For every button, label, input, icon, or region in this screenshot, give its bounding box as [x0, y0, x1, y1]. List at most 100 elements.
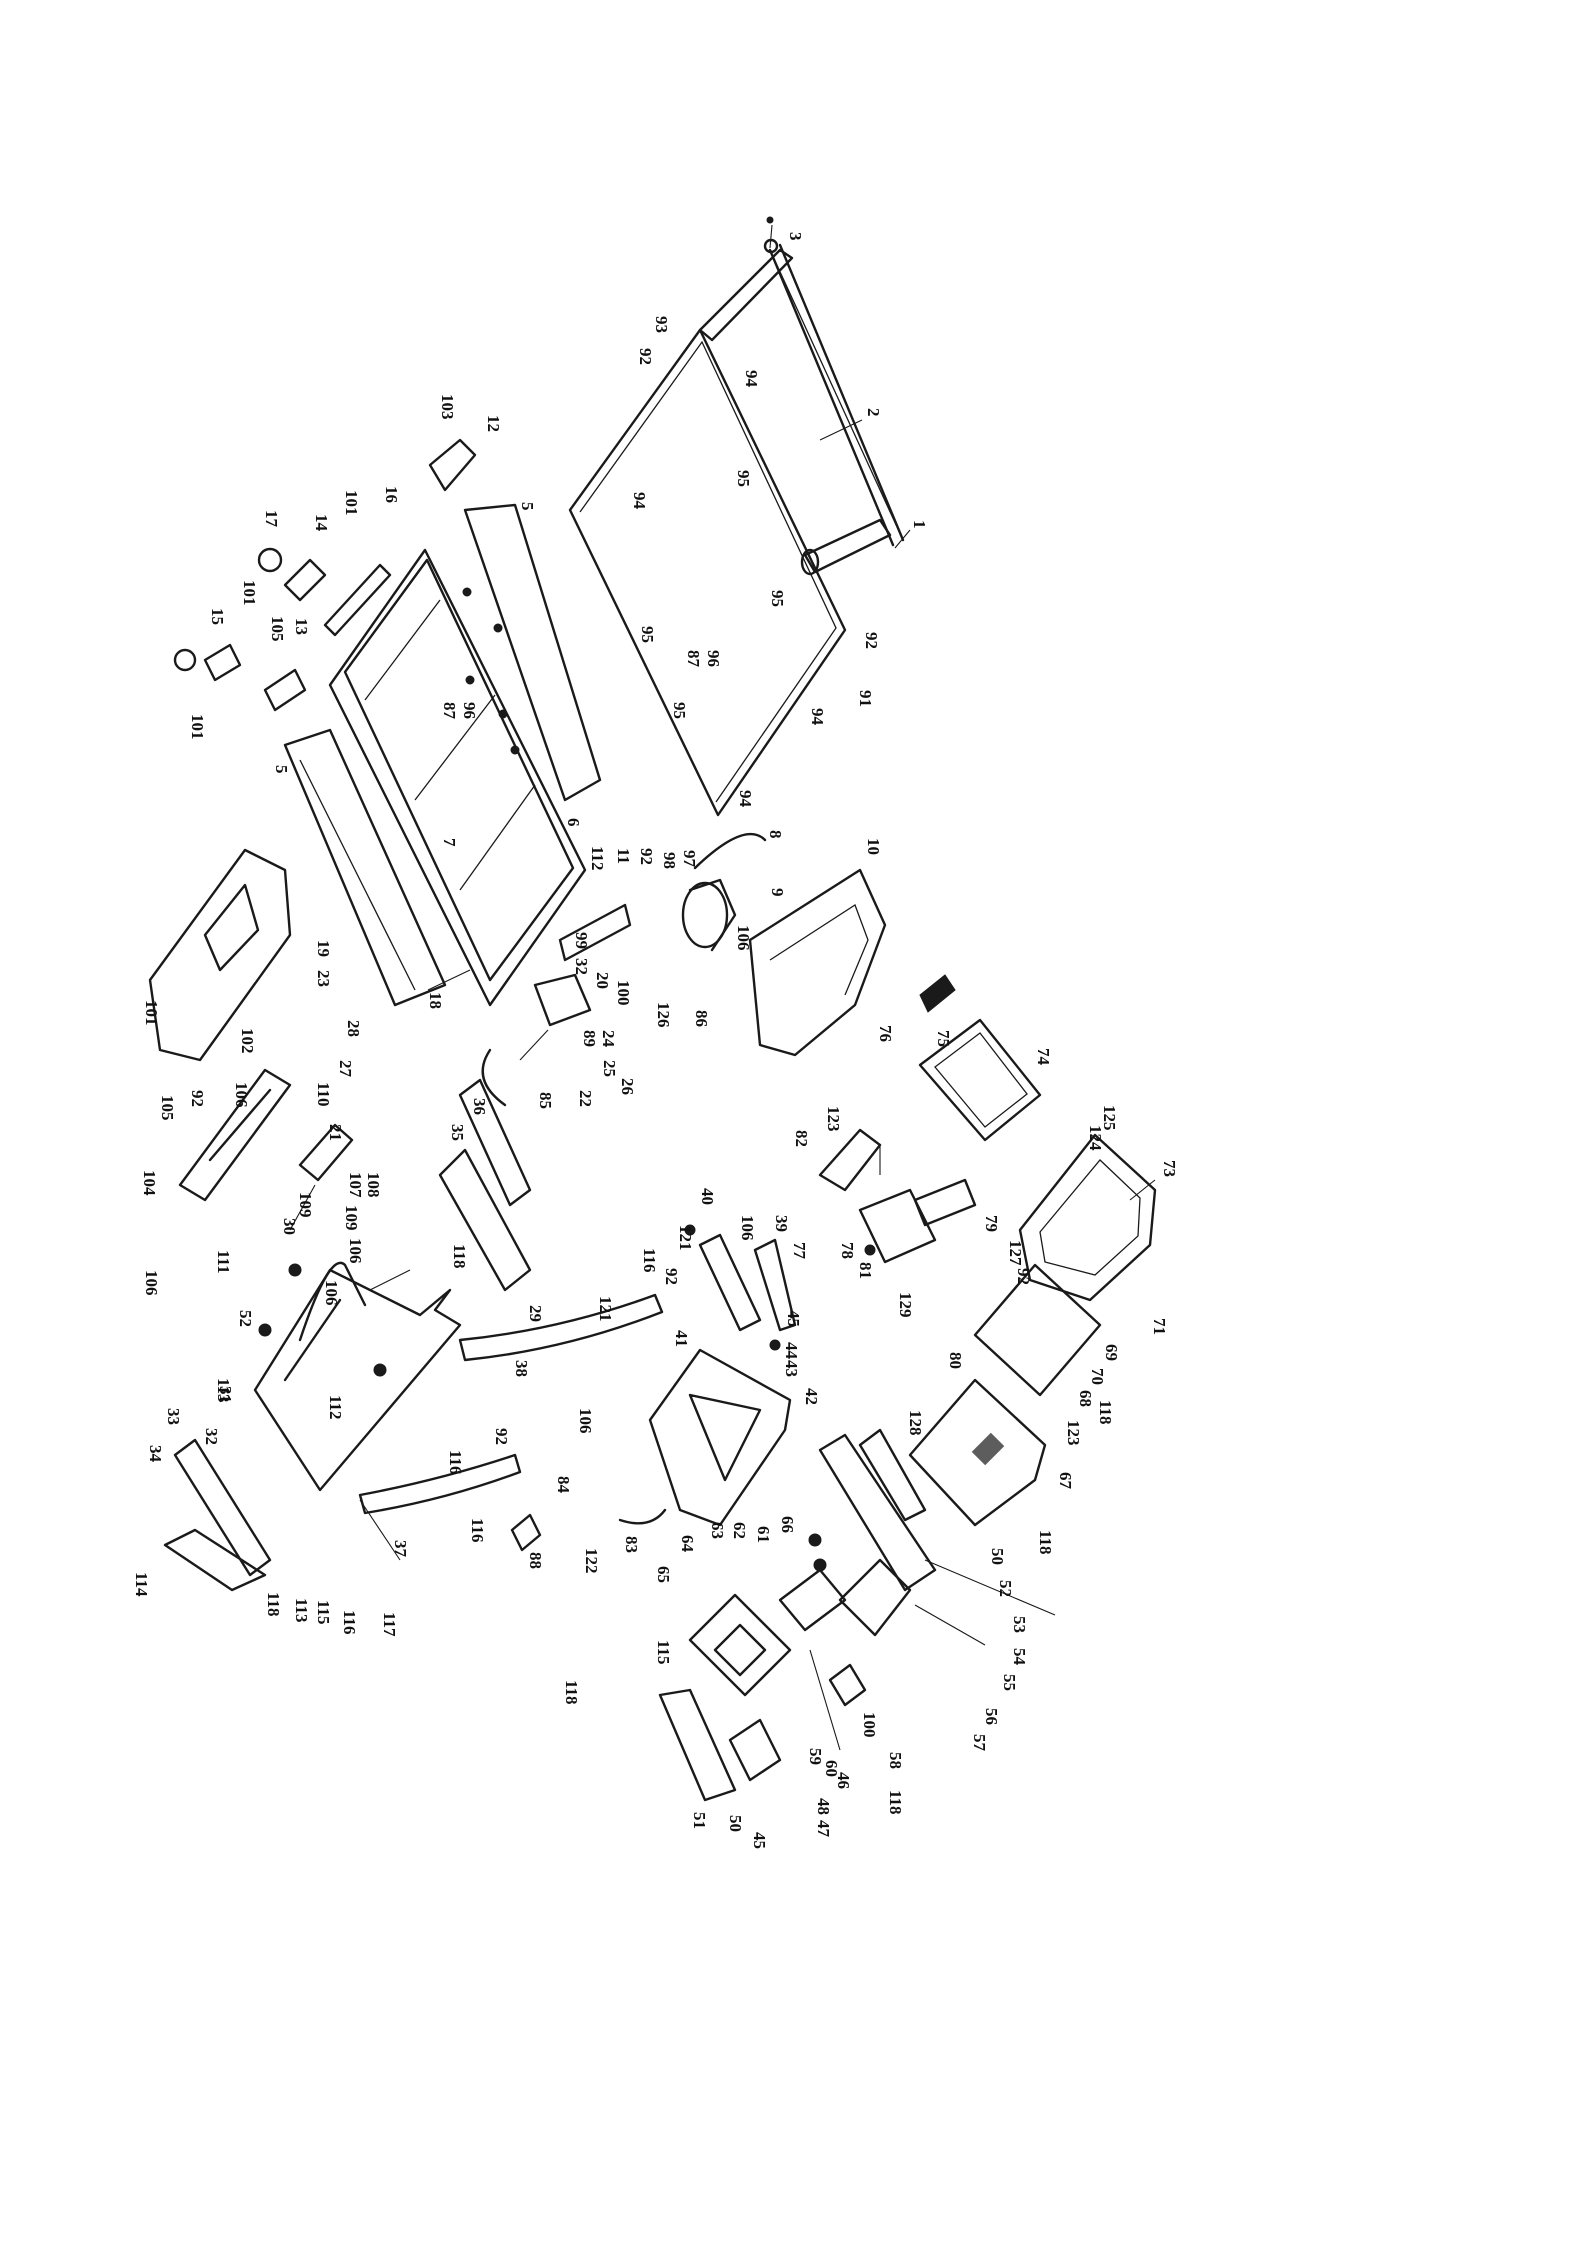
callout-label: 98 [660, 852, 679, 869]
callout-label: 70 [1088, 1368, 1107, 1385]
callout-label: 106 [738, 1215, 757, 1241]
callout-label: 92 [188, 1090, 207, 1107]
callout-label: 94 [742, 370, 761, 388]
callout-label: 86 [692, 1010, 711, 1027]
callout-label: 55 [1000, 1674, 1019, 1691]
callout-label: 63 [708, 1522, 727, 1539]
callout-label: 73 [1160, 1160, 1179, 1177]
callout-label: 118 [450, 1244, 469, 1269]
callout-label: 34 [146, 1445, 165, 1463]
callout-label: 48 [814, 1798, 833, 1815]
callout-label: 95 [768, 590, 787, 607]
callout-label: 96 [704, 650, 723, 667]
callout-label: 129 [896, 1292, 915, 1318]
callout-label: 71 [1150, 1318, 1169, 1335]
callout-label: 122 [582, 1548, 601, 1574]
callout-label: 80 [946, 1352, 965, 1369]
callout-label: 61 [754, 1526, 773, 1543]
callout-label: 95 [734, 470, 753, 487]
callout-label: 116 [446, 1450, 465, 1475]
callout-label: 15 [208, 608, 227, 625]
callout-label: 12 [484, 415, 503, 432]
callout-label: 87 [684, 650, 703, 668]
callout-label: 66 [778, 1516, 797, 1533]
callout-label: 89 [580, 1030, 599, 1047]
callout-label: 51 [690, 1812, 709, 1829]
callout-label: 16 [382, 486, 401, 503]
callout-label: 102 [238, 1028, 257, 1054]
callout-label: 77 [790, 1242, 809, 1260]
callout-label: 95 [638, 626, 657, 643]
callout-label: 95 [670, 702, 689, 719]
callout-label: 10 [864, 838, 883, 855]
callout-label: 28 [344, 1020, 363, 1037]
callout-label: 5 [518, 502, 537, 511]
callout-label: 92 [862, 632, 881, 649]
callout-label: 44 [782, 1342, 801, 1360]
callout-label: 38 [512, 1360, 531, 1377]
callout-label: 110 [314, 1082, 333, 1107]
callout-label: 128 [906, 1410, 925, 1436]
callout-label: 45 [784, 1310, 803, 1327]
callout-label: 106 [322, 1280, 341, 1306]
callout-label: 69 [1102, 1344, 1121, 1361]
callout-label: 108 [364, 1172, 383, 1198]
callout-label: 26 [618, 1078, 637, 1095]
callout-label: 124 [1086, 1125, 1105, 1151]
callout-label: 64 [678, 1535, 697, 1553]
callout-label: 101 [188, 714, 207, 740]
callout-label: 46 [834, 1772, 853, 1789]
callout-label: 92 [1014, 1268, 1033, 1285]
callout-label: 32 [572, 958, 591, 975]
callout-label: 121 [676, 1225, 695, 1251]
callout-label: 56 [982, 1708, 1001, 1725]
callout-label: 50 [726, 1815, 745, 1832]
callout-label: 112 [588, 846, 607, 871]
callout-label: 59 [806, 1748, 825, 1765]
callout-label: 54 [1010, 1648, 1029, 1666]
callout-label: 65 [654, 1566, 673, 1583]
callout-label: 32 [202, 1428, 221, 1445]
callout-label: 1 [910, 520, 929, 529]
callout-label: 109 [296, 1192, 315, 1218]
callout-label: 113 [214, 1378, 233, 1403]
callout-label: 25 [600, 1060, 619, 1077]
callout-label: 85 [536, 1092, 555, 1109]
callout-label: 103 [438, 394, 457, 420]
callout-label: 106 [232, 1082, 251, 1108]
callout-label: 35 [448, 1124, 467, 1141]
callout-label: 76 [876, 1025, 895, 1042]
callout-label: 50 [988, 1548, 1007, 1565]
callout-label: 114 [132, 1572, 151, 1597]
callout-label: 91 [856, 690, 875, 707]
callout-label: 18 [426, 992, 445, 1009]
callout-label: 126 [654, 1002, 673, 1028]
callout-label: 121 [596, 1296, 615, 1322]
callout-label: 100 [614, 980, 633, 1006]
callout-label: 19 [314, 940, 333, 957]
callout-label: 112 [326, 1395, 345, 1420]
callout-label: 36 [470, 1098, 489, 1115]
callout-label: 104 [140, 1170, 159, 1196]
callout-label: 30 [280, 1218, 299, 1235]
callout-label: 17 [262, 510, 281, 528]
callout-label: 74 [1034, 1048, 1053, 1066]
callout-label: 68 [1076, 1390, 1095, 1407]
callout-label: 105 [158, 1095, 177, 1121]
callout-label: 99 [572, 932, 591, 949]
callout-label: 52 [996, 1580, 1015, 1597]
callout-label: 87 [440, 702, 459, 720]
callout-label: 92 [637, 848, 656, 865]
callout-label: 93 [652, 316, 671, 333]
callout-labels: 3 93 92 94 2 1 95 94 95 92 91 94 95 96 8… [132, 232, 1179, 1849]
leader-lines [289, 224, 1156, 1751]
callout-label: 31 [216, 1386, 235, 1403]
callout-label: 6 [564, 818, 583, 827]
callout-label: 82 [792, 1130, 811, 1147]
callout-label: 9 [768, 888, 787, 897]
callout-label: 78 [838, 1242, 857, 1259]
callout-label: 94 [808, 708, 827, 726]
callout-label: 127 [1006, 1240, 1025, 1266]
callout-label: 101 [342, 490, 361, 516]
